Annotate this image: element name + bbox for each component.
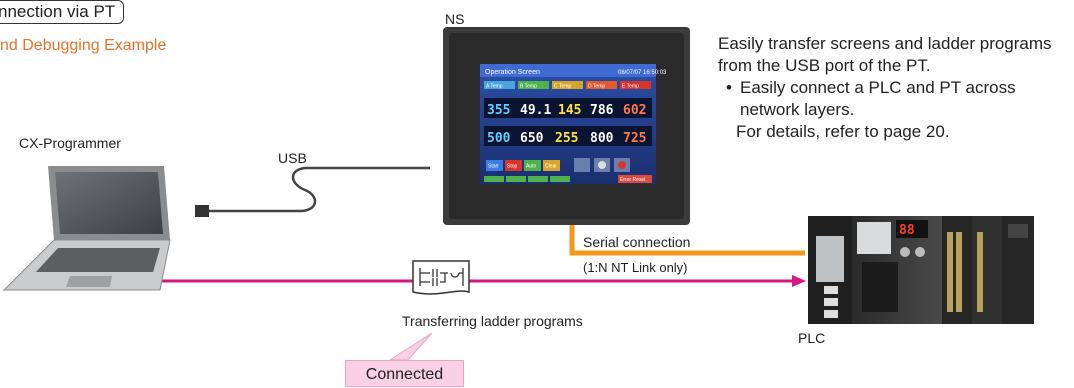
description-note: For details, refer to page 20.: [736, 122, 950, 141]
screen-title: Operation Screen: [485, 69, 540, 76]
usb-cable: [195, 166, 430, 217]
screen-tab: C Temp: [554, 84, 571, 90]
screen-tab: E Temp: [622, 84, 639, 90]
page-title: nnection via PT: [0, 0, 125, 24]
plc-unit: 88: [808, 216, 1034, 324]
reading: 800: [590, 131, 614, 146]
screen-datetime: 08/07/07 16:50:03: [618, 70, 667, 76]
reading: 786: [590, 103, 614, 118]
connected-callout: Connected: [345, 360, 464, 387]
reading: 355: [487, 103, 510, 118]
screen-buttons: Start Stop Auto Clear Error Reset: [484, 158, 652, 183]
laptop: [2, 166, 171, 291]
description-list: Easily connect a PLC and PT across netwo…: [718, 77, 1068, 121]
section-subtitle: nd Debugging Example: [0, 37, 167, 54]
screen-button: Stop: [507, 164, 518, 170]
screen-readings-row1: 355 49.1 145 786 602: [484, 98, 652, 118]
serial-cable: [569, 225, 805, 256]
reading: 725: [623, 131, 646, 146]
serial-connection-label: Serial connection: [583, 234, 691, 250]
computer-label: CX-Programmer: [19, 135, 121, 151]
serial-connection-note: (1:N NT Link only): [583, 260, 688, 275]
reading: 500: [487, 131, 511, 146]
screen-tabs: A Temp B Temp C Temp D Temp E Temp: [484, 81, 651, 90]
usb-label: USB: [278, 150, 307, 166]
screen-button: Auto: [526, 164, 537, 170]
network-arrow-head: [792, 275, 806, 287]
reading: 49.1: [520, 103, 551, 118]
reading: 602: [623, 103, 646, 118]
description-bullet: Easily connect a PLC and PT across netwo…: [726, 77, 1068, 121]
screen-tab: D Temp: [588, 84, 605, 90]
ns-terminal: Operation Screen 08/07/07 16:50:03 A Tem…: [443, 27, 690, 225]
screen-tab: B Temp: [520, 84, 537, 90]
reading: 650: [520, 131, 544, 146]
screen-button: Start: [488, 164, 499, 170]
plc-label: PLC: [798, 330, 826, 346]
description-main: Easily transfer screens and ladder progr…: [718, 34, 1052, 75]
reading: 145: [558, 103, 581, 118]
pt-label: NS: [445, 11, 465, 27]
plc-display: 88: [899, 223, 915, 238]
error-reset-button: Error Reset: [620, 177, 646, 183]
screen-button: Clear: [545, 164, 557, 170]
transfer-label: Transferring ladder programs: [402, 313, 583, 329]
screen-tab: A Temp: [486, 84, 503, 90]
feature-description: Easily transfer screens and ladder progr…: [718, 33, 1068, 143]
callout-pointer: [388, 332, 433, 361]
reading: 255: [555, 131, 578, 146]
ladder-program-icon: [412, 260, 470, 295]
screen-readings-row2: 500 650 255 800 725: [484, 126, 652, 146]
